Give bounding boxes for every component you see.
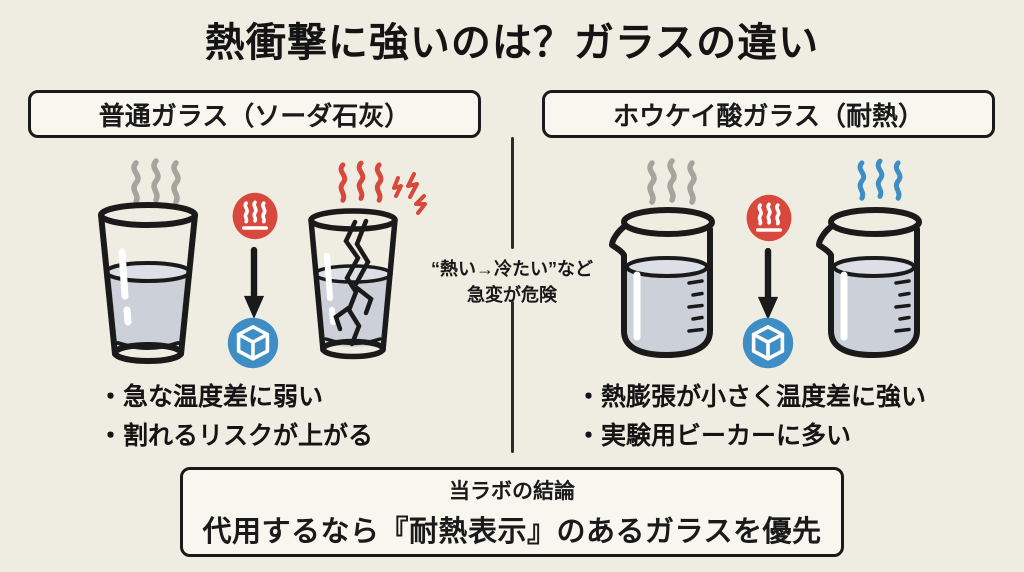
crack-spark-icon xyxy=(392,172,427,215)
ice-cube-icon xyxy=(227,317,279,369)
bullet-item: ・熱膨張が小さく温度差に強い xyxy=(576,383,927,411)
ice-cube-icon xyxy=(742,317,794,369)
panel-divider-bottom xyxy=(511,301,514,453)
steam-wisps-icon xyxy=(338,160,384,203)
steam-wisps-icon xyxy=(857,158,903,201)
left-panel-header-label: 普通ガラス（ソーダ石灰） xyxy=(98,100,411,131)
right-panel-header-label: ホウケイ酸ガラス（耐熱） xyxy=(613,100,924,131)
right-panel-bullets: ・熱膨張が小さく温度差に強い ・実験用ビーカーに多い xyxy=(576,378,926,456)
panel-divider-top xyxy=(511,137,514,249)
left-panel-bullets: ・急な温度差に弱い ・割れるリスクが上がる xyxy=(98,378,373,456)
center-note-line1: “熱い→冷たい”など xyxy=(431,259,593,279)
beaker-illustration xyxy=(816,207,922,358)
down-arrow-icon xyxy=(757,248,779,320)
steam-wisps-icon xyxy=(647,158,697,205)
page-title: 熱衝撃に強いのは？ガラスの違い xyxy=(204,21,820,65)
down-arrow-icon xyxy=(243,246,265,319)
steam-wisps-icon xyxy=(131,158,181,205)
conclusion-box: 当ラボの結論 代用するなら『耐熱表示』のあるガラスを優先 xyxy=(180,467,844,557)
bullet-item: ・急な温度差に弱い xyxy=(98,383,324,411)
right-panel-header: ホウケイ酸ガラス（耐熱） xyxy=(542,90,995,138)
bullet-item: ・実験用ビーカーに多い xyxy=(576,422,852,450)
cracked-glass-illustration xyxy=(308,208,398,360)
conclusion-text: 代用するなら『耐熱表示』のあるガラスを優先 xyxy=(202,515,822,548)
center-note: “熱い→冷たい”など 急変が危険 xyxy=(412,256,612,308)
hot-steam-icon xyxy=(746,194,792,242)
intact-glass-illustration xyxy=(98,202,198,364)
beaker-illustration xyxy=(609,207,715,358)
conclusion-heading: 当ラボの結論 xyxy=(449,479,575,503)
hot-steam-icon xyxy=(232,192,278,240)
bullet-item: ・割れるリスクが上がる xyxy=(98,422,374,450)
center-note-line2: 急変が危険 xyxy=(467,285,557,305)
left-panel-header: 普通ガラス（ソーダ石灰） xyxy=(28,90,481,138)
